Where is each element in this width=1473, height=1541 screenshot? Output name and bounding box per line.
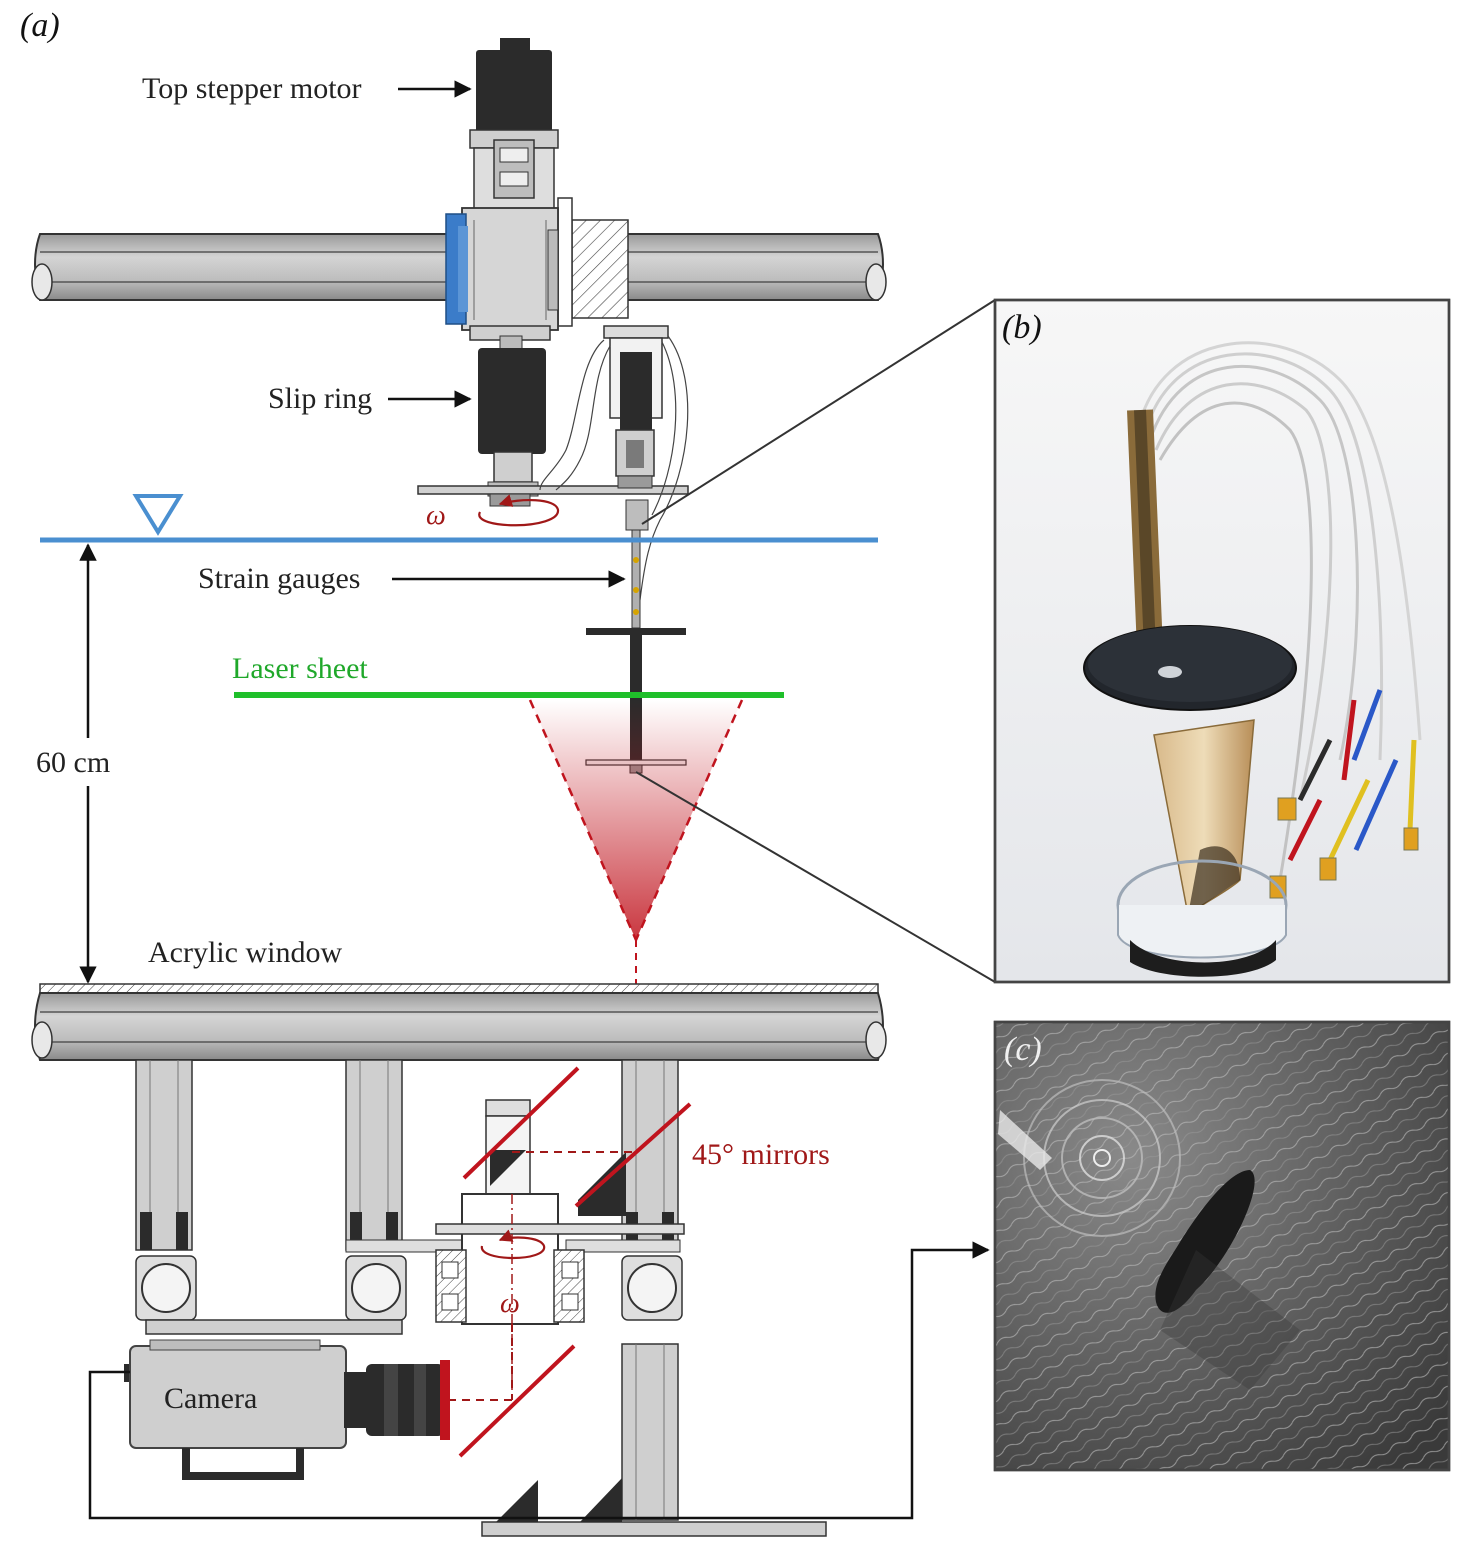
signal-connector	[88, 1241, 990, 1520]
camera: Camera	[124, 1339, 450, 1480]
hatched-mount	[571, 219, 629, 319]
support-frame	[135, 1059, 827, 1537]
callout-line-bottom	[635, 771, 996, 983]
laser-sheet-label: Laser sheet	[232, 652, 368, 685]
slip-ring-label: Slip ring	[268, 382, 372, 415]
panel-c-piv-image	[993, 1020, 1451, 1472]
triangle-down-icon	[132, 494, 184, 536]
mirrors-45-degree	[448, 1066, 692, 1458]
panel-label-a: (a)	[20, 7, 60, 44]
panel-b-photo	[993, 298, 1451, 984]
strain-gauges-label: Strain gauges	[198, 562, 360, 595]
slip-ring	[478, 335, 546, 497]
bottom-rail	[31, 983, 887, 1061]
panel-label-c: (c)	[1004, 1031, 1042, 1068]
panel-label-b: (b)	[1002, 309, 1042, 346]
omega-top-label: ω	[426, 500, 446, 531]
callout-line-top	[641, 299, 996, 525]
mirrors-label: 45° mirrors	[692, 1138, 830, 1171]
rotation-arrow-top: ω	[426, 494, 560, 531]
top-stepper-motor	[445, 38, 559, 341]
distance-label: 60 cm	[36, 746, 110, 779]
top-stepper-motor-label: Top stepper motor	[142, 72, 362, 105]
rotating-mount: ω	[435, 1099, 685, 1396]
omega-bottom-label: ω	[500, 1288, 520, 1319]
camera-label: Camera	[164, 1382, 257, 1415]
acrylic-window-label: Acrylic window	[148, 936, 342, 969]
